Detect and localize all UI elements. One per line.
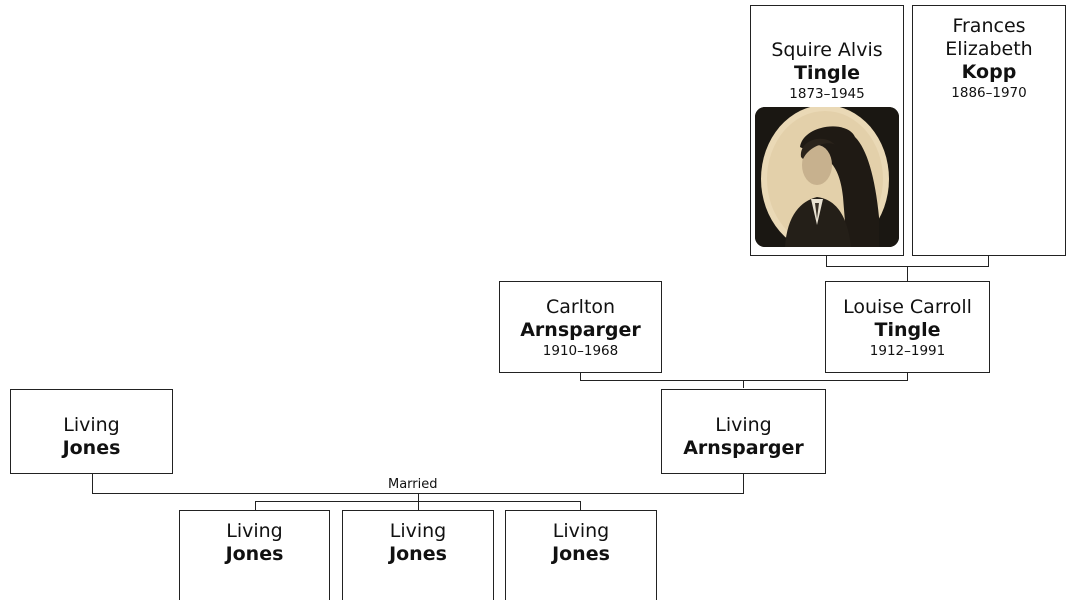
married-label: Married (385, 477, 441, 492)
life-years: 1886–1970 (951, 85, 1027, 101)
connector-child-1 (255, 501, 256, 510)
portrait-photo[interactable] (755, 107, 899, 247)
given-name: Living (63, 414, 120, 436)
connector-carlton-down (580, 372, 581, 380)
connector-marriage-to-children (418, 493, 419, 501)
surname: Tingle (874, 319, 941, 341)
person-card-carlton-arnsparger[interactable]: Carlton Arnsparger 1910–1968 (499, 281, 662, 373)
surname: Tingle (794, 62, 860, 84)
connector-to-louise (907, 266, 908, 281)
connector-arnsparger-down (743, 473, 744, 493)
given-name: Carlton (545, 296, 616, 318)
given-name: Living (715, 414, 772, 436)
given-name: Living (552, 520, 610, 542)
given-name-line2: Elizabeth (945, 38, 1033, 60)
connector-to-living-arnsparger (743, 380, 744, 388)
connector-louise-down (907, 372, 908, 380)
given-name: Living (389, 520, 447, 542)
person-card-louise-tingle[interactable]: Louise Carroll Tingle 1912–1991 (825, 281, 990, 373)
person-card-frances-kopp[interactable]: Frances Elizabeth Kopp 1886–1970 (912, 5, 1066, 256)
connector-jones-down (92, 473, 93, 493)
person-card-living-arnsparger[interactable]: Living Arnsparger (661, 389, 826, 474)
surname: Jones (225, 543, 284, 565)
person-card-child-2[interactable]: Living Jones (342, 510, 494, 600)
surname: Jones (552, 543, 610, 565)
given-name: Living (226, 520, 283, 542)
surname: Arnsparger (683, 437, 804, 459)
person-card-living-jones[interactable]: Living Jones (10, 389, 173, 474)
connector-squire-down (826, 255, 827, 266)
given-name: Squire Alvis (771, 39, 883, 61)
connector-child-3 (580, 501, 581, 510)
connector-child-2 (418, 501, 419, 510)
surname: Jones (62, 437, 121, 459)
surname: Jones (389, 543, 447, 565)
connector-frances-down (988, 255, 989, 266)
surname: Kopp (961, 61, 1017, 83)
person-card-child-3[interactable]: Living Jones (505, 510, 657, 600)
person-card-squire-tingle[interactable]: Squire Alvis Tingle 1873–1945 (750, 5, 904, 256)
portrait-image (755, 107, 899, 247)
given-name: Louise Carroll (843, 296, 972, 318)
given-name-line1: Frances (952, 15, 1026, 37)
life-years: 1912–1991 (869, 343, 946, 359)
surname: Arnsparger (520, 319, 641, 341)
person-card-child-1[interactable]: Living Jones (179, 510, 330, 600)
life-years: 1910–1968 (542, 343, 619, 359)
life-years: 1873–1945 (789, 86, 865, 102)
connector-parents-bar (580, 380, 908, 381)
